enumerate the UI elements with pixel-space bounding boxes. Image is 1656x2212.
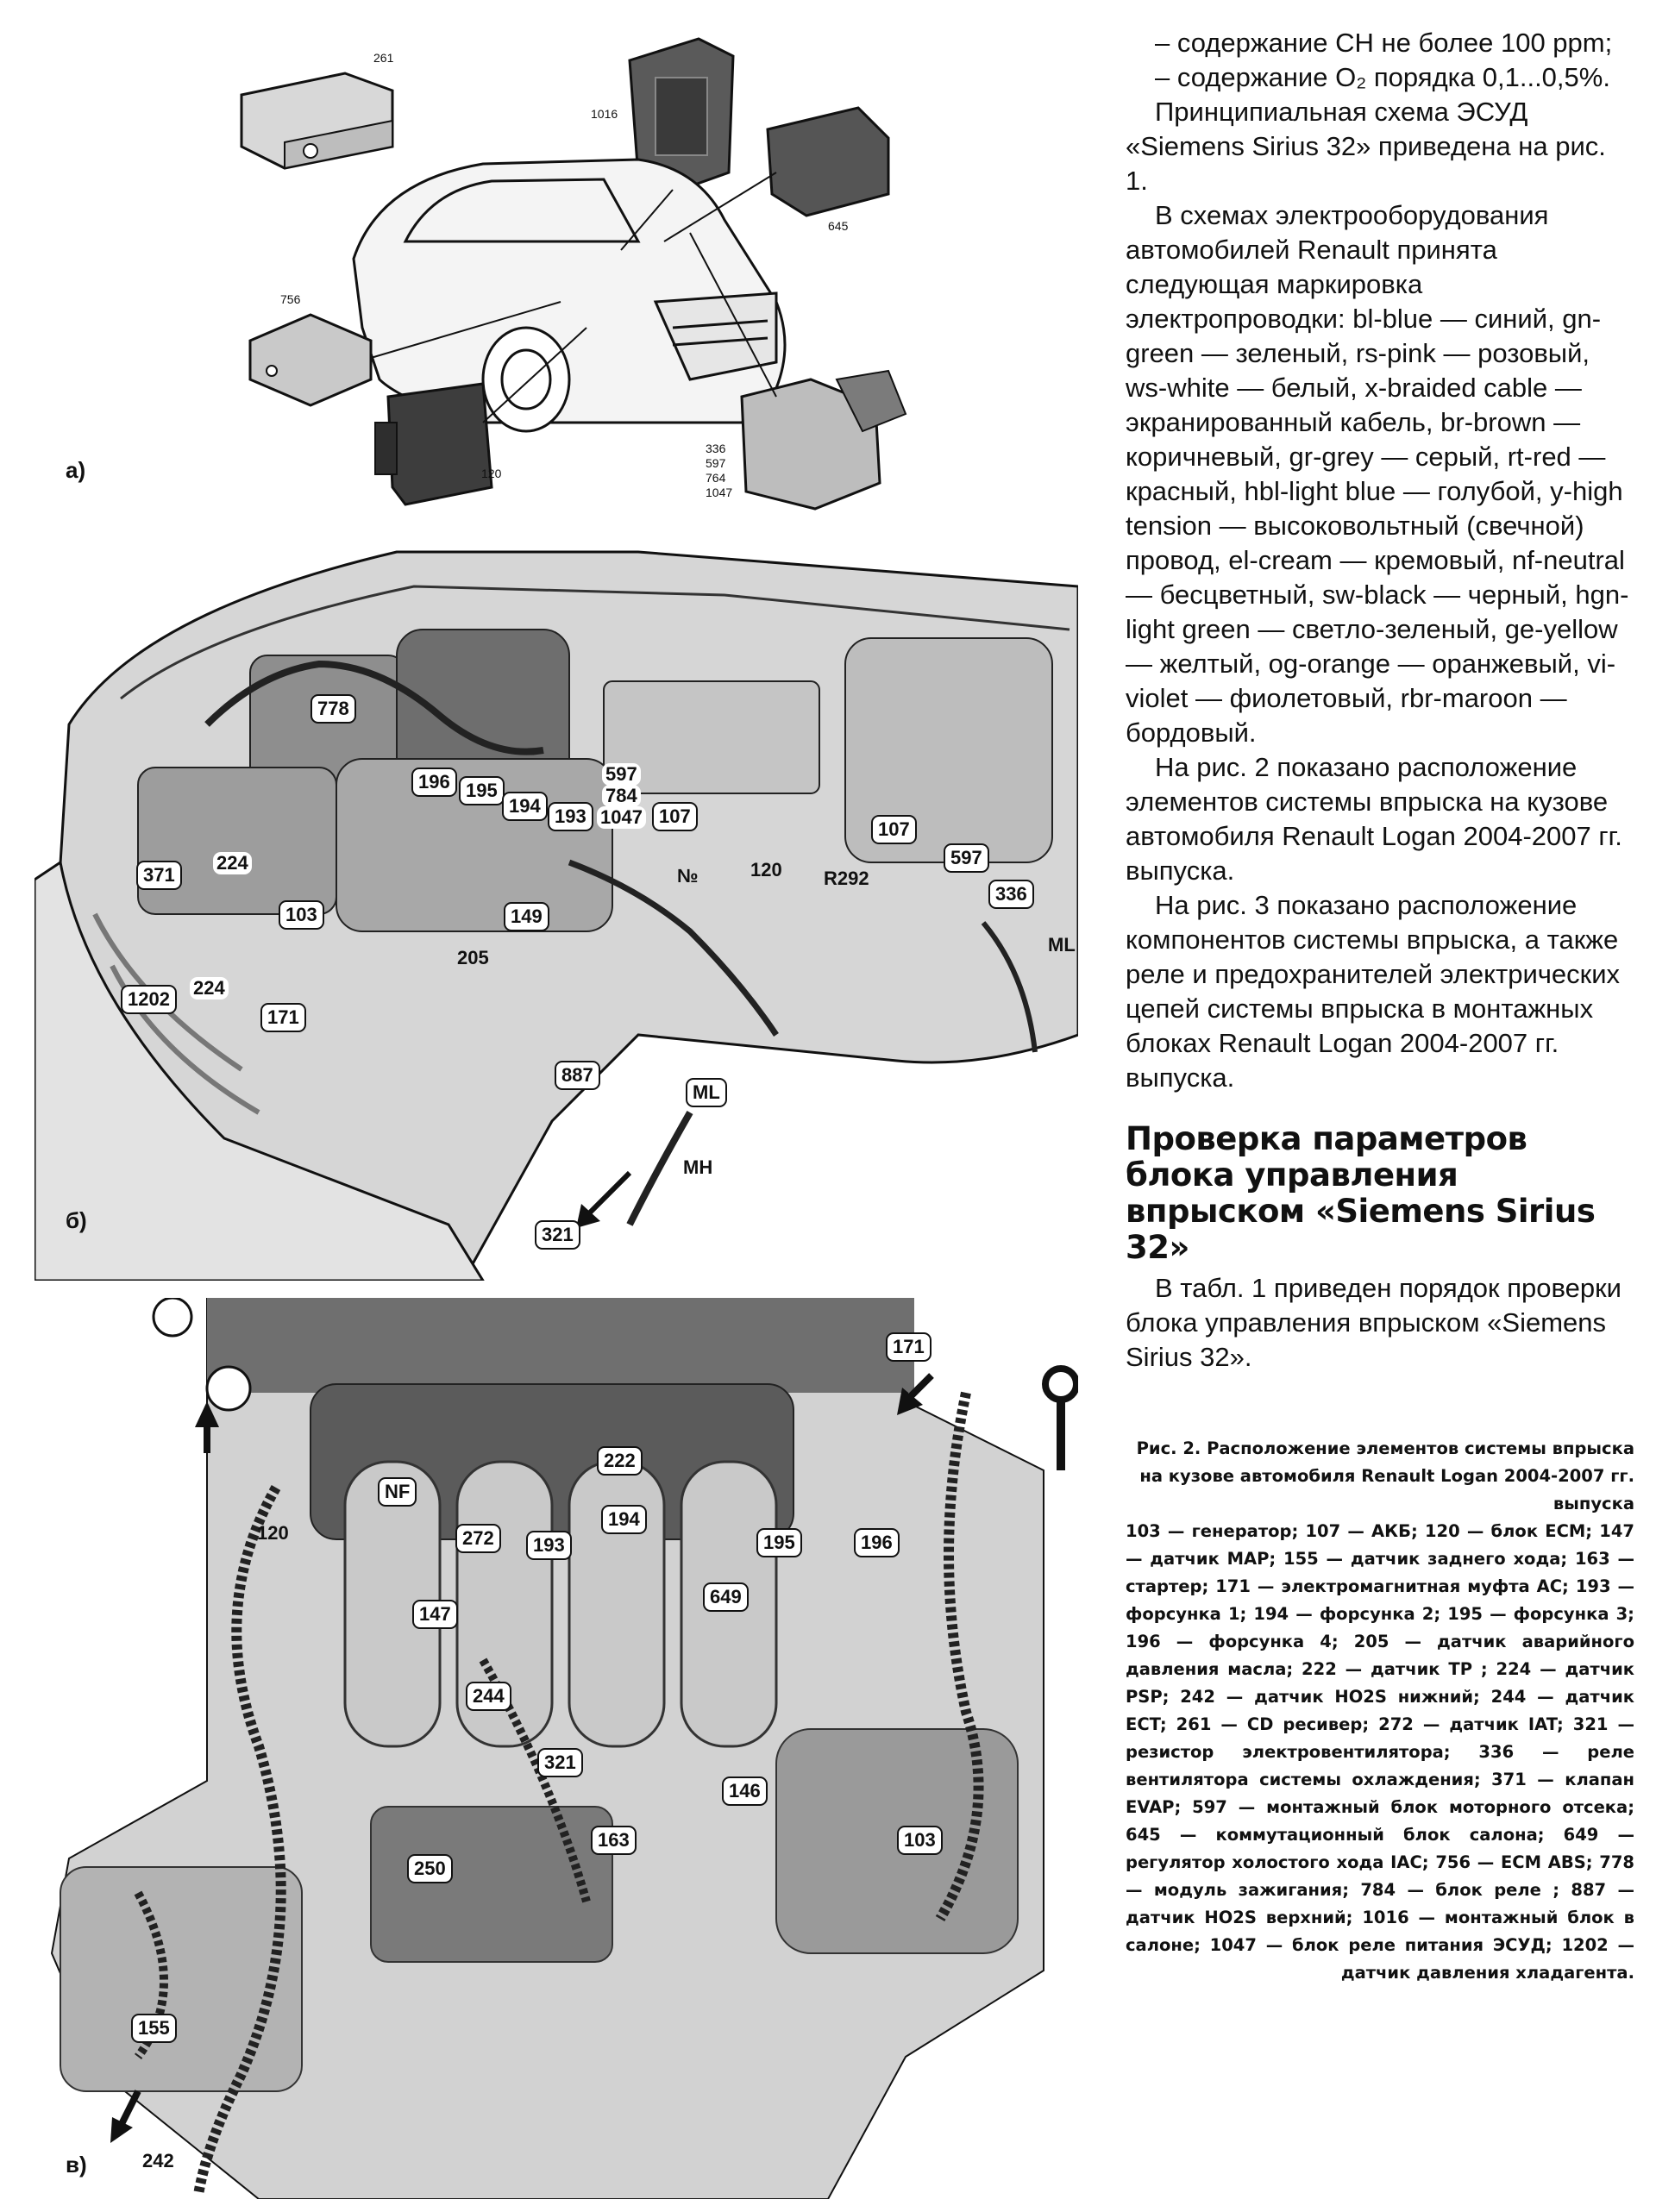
paragraph-schema: Принципиальная схема ЭСУД «Siemens Siriu… [1126,97,1606,196]
callout-171-b: 171 [260,1003,306,1032]
spec-line-ch: – содержание СН не более 100 ppm; [1155,28,1613,58]
callout-321-b: 321 [535,1220,580,1250]
car-components-drawing [240,37,907,511]
figure-caption: Рис. 2. Расположение элементов системы в… [1126,1435,1634,1987]
callout-ml-2: ML [686,1078,727,1107]
module-645-shape [766,106,890,217]
paragraph-wire-colors: В схемах электрооборудования автомобилей… [1126,200,1629,748]
callout-242: 242 [142,2150,174,2171]
callout-645: 645 [828,219,849,233]
section-heading: Проверка параметров блока управления впр… [1126,1120,1596,1266]
callout-261: 261 [373,51,394,65]
figure-caption-legend: 103 — генератор; 107 — АКБ; 120 — блок E… [1126,1521,1634,1983]
callout-887: 887 [555,1061,600,1090]
callout-number-sign: № [677,865,699,887]
paragraph-fig2: На рис. 2 показано расположение элементо… [1126,752,1622,886]
engine-bay-photo [34,517,1078,1281]
callout-171-v: 171 [886,1332,932,1362]
callout-1202: 1202 [121,985,177,1014]
callout-163: 163 [591,1826,637,1855]
callout-193-b: 193 [548,802,593,831]
callout-120-a: 120 [481,467,502,480]
callout-1047-a: 1047 [706,486,733,499]
callout-193-v: 193 [526,1531,572,1560]
paragraph-table1: В табл. 1 приведен порядок проверки блок… [1126,1273,1622,1372]
figure-panel-b: б) 778 196 195 194 193 597 784 1047 107 … [34,517,1078,1281]
callout-195-v: 195 [756,1528,802,1557]
callout-nf: NF [378,1477,417,1507]
callout-146: 146 [722,1776,768,1806]
callout-120-b: 120 [750,859,782,880]
callout-155: 155 [131,2014,177,2043]
figure-panel-v: в) 171 222 NF 194 272 193 195 196 649 14… [34,1298,1078,2199]
paragraph-fig3: На рис. 3 показано расположение компонен… [1126,890,1621,1093]
callout-mh: MH [683,1156,713,1178]
callout-756: 756 [280,292,301,306]
cd-receiver-shape [240,72,394,170]
callout-336: 336 [706,442,726,455]
callout-107-b1: 107 [652,802,698,831]
callout-597-a: 597 [706,456,726,470]
callout-195-b: 195 [459,776,505,805]
callout-222: 222 [597,1446,643,1476]
callout-147: 147 [412,1600,458,1629]
callout-764: 764 [706,471,726,485]
callout-194-b: 194 [502,792,548,821]
callout-244: 244 [466,1682,511,1711]
callout-321-v: 321 [537,1748,583,1777]
callout-103-b: 103 [279,900,324,930]
panel-letter-a: а) [66,457,86,483]
figure-caption-title: Рис. 2. Расположение элементов системы в… [1136,1438,1634,1513]
callout-649: 649 [703,1582,749,1612]
callout-120-v: 120 [257,1522,289,1544]
spec-line-o2: – содержание О₂ порядка 0,1...0,5%. [1155,62,1610,92]
relay-box-597-shape [740,369,907,511]
panel-letter-v: в) [66,2152,87,2178]
callout-149: 149 [504,902,549,931]
callout-107-b2: 107 [871,815,917,844]
figure-2: а) 261 1016 645 756 120 336 597 764 1047 [34,17,1078,2199]
figure-panel-a: а) 261 1016 645 756 120 336 597 764 1047 [34,17,1078,517]
callout-336-b: 336 [988,880,1034,909]
callout-1047-b: 1047 [597,806,646,829]
callout-272: 272 [455,1524,501,1553]
callout-371: 371 [136,861,182,890]
callout-196-b: 196 [411,768,457,797]
callout-1016: 1016 [591,107,618,121]
callout-597-b: 597 [602,763,641,786]
callout-597-b2: 597 [944,843,989,873]
callout-196-v: 196 [854,1528,900,1557]
callout-250: 250 [407,1854,453,1883]
car-outline [352,158,787,433]
ecm-120-shape [374,382,493,506]
callout-784: 784 [602,785,641,807]
ecm-abs-756-shape [248,313,373,407]
panel-letter-b: б) [66,1207,87,1233]
callout-103-v: 103 [897,1826,943,1855]
article-text-column: – содержание СН не более 100 ppm; – соде… [1126,26,1634,1987]
callout-778: 778 [310,694,356,724]
callout-ml-1: ML [1048,934,1076,956]
callout-r292: R292 [824,868,869,889]
callout-224-b1: 224 [213,852,252,874]
callout-224-b2: 224 [190,977,229,999]
callout-194-v: 194 [601,1505,647,1534]
callout-205: 205 [457,947,489,968]
